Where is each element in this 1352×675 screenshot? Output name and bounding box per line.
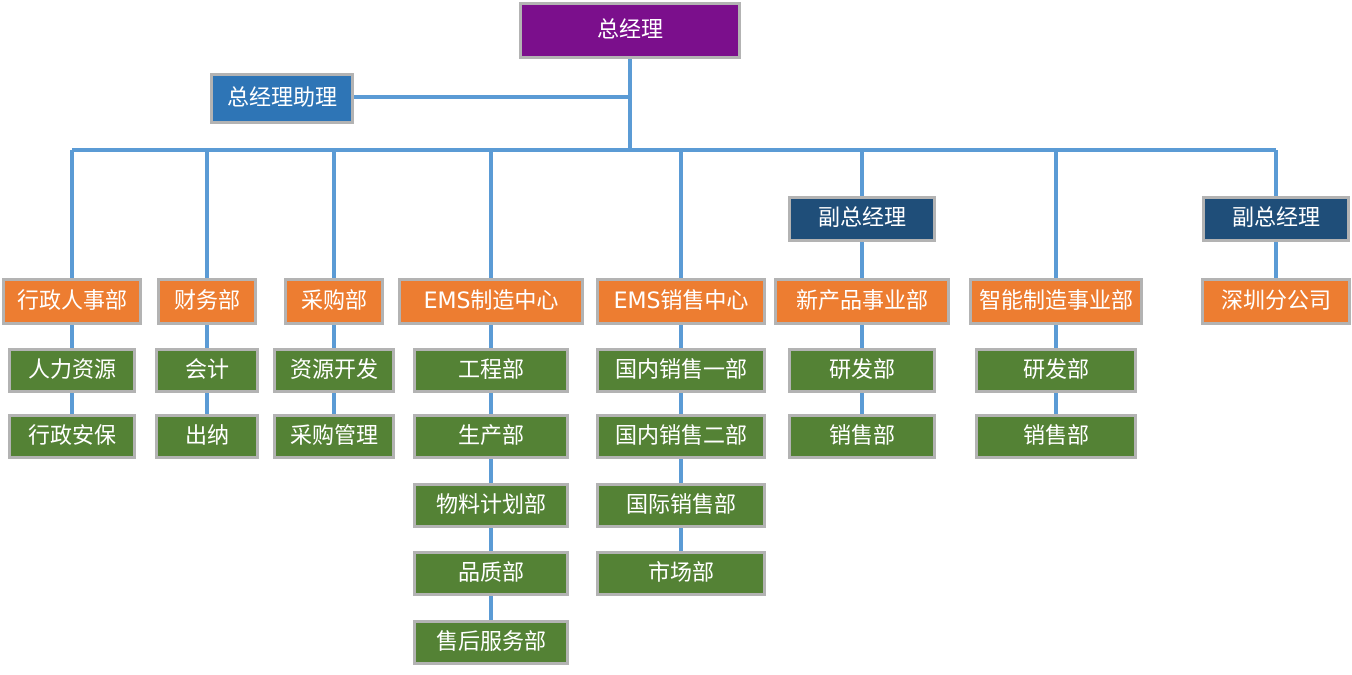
- sub-unit-box-3-4: 售后服务部: [413, 620, 569, 665]
- sub-unit-box-5-1: 销售部: [788, 414, 936, 459]
- sub-unit-box-6-1: 销售部: [975, 414, 1137, 459]
- department-box-7: 深圳分公司: [1201, 278, 1351, 325]
- sub-unit-box-5-0: 研发部: [788, 348, 936, 393]
- sub-unit-box-3-0: 工程部: [413, 348, 569, 393]
- sub-unit-box-6-0: 研发部: [975, 348, 1137, 393]
- sub-unit-box-4-3: 市场部: [596, 551, 766, 596]
- department-box-6: 智能制造事业部: [969, 278, 1143, 325]
- sub-unit-box-2-0: 资源开发: [273, 348, 395, 393]
- sub-unit-box-3-1: 生产部: [413, 414, 569, 459]
- department-box-0: 行政人事部: [2, 278, 142, 325]
- sub-unit-box-0-1: 行政安保: [8, 414, 136, 459]
- sub-unit-box-1-1: 出纳: [155, 414, 259, 459]
- sub-unit-box-1-0: 会计: [155, 348, 259, 393]
- sub-unit-box-4-2: 国际销售部: [596, 483, 766, 528]
- sub-unit-box-3-3: 品质部: [413, 551, 569, 596]
- sub-unit-box-0-0: 人力资源: [8, 348, 136, 393]
- department-box-2: 采购部: [284, 278, 384, 325]
- sub-unit-box-2-1: 采购管理: [273, 414, 395, 459]
- sub-unit-box-4-0: 国内销售一部: [596, 348, 766, 393]
- general-manager-box: 总经理: [519, 2, 741, 59]
- gm-assistant-box: 总经理助理: [210, 73, 354, 124]
- department-box-4: EMS销售中心: [596, 278, 766, 325]
- department-box-5: 新产品事业部: [774, 278, 950, 325]
- sub-unit-box-4-1: 国内销售二部: [596, 414, 766, 459]
- vice-gm-box-new-product: 副总经理: [788, 196, 936, 242]
- sub-unit-box-3-2: 物料计划部: [413, 483, 569, 528]
- department-box-1: 财务部: [157, 278, 257, 325]
- department-box-3: EMS制造中心: [398, 278, 584, 325]
- vice-gm-box-shenzhen: 副总经理: [1202, 196, 1350, 242]
